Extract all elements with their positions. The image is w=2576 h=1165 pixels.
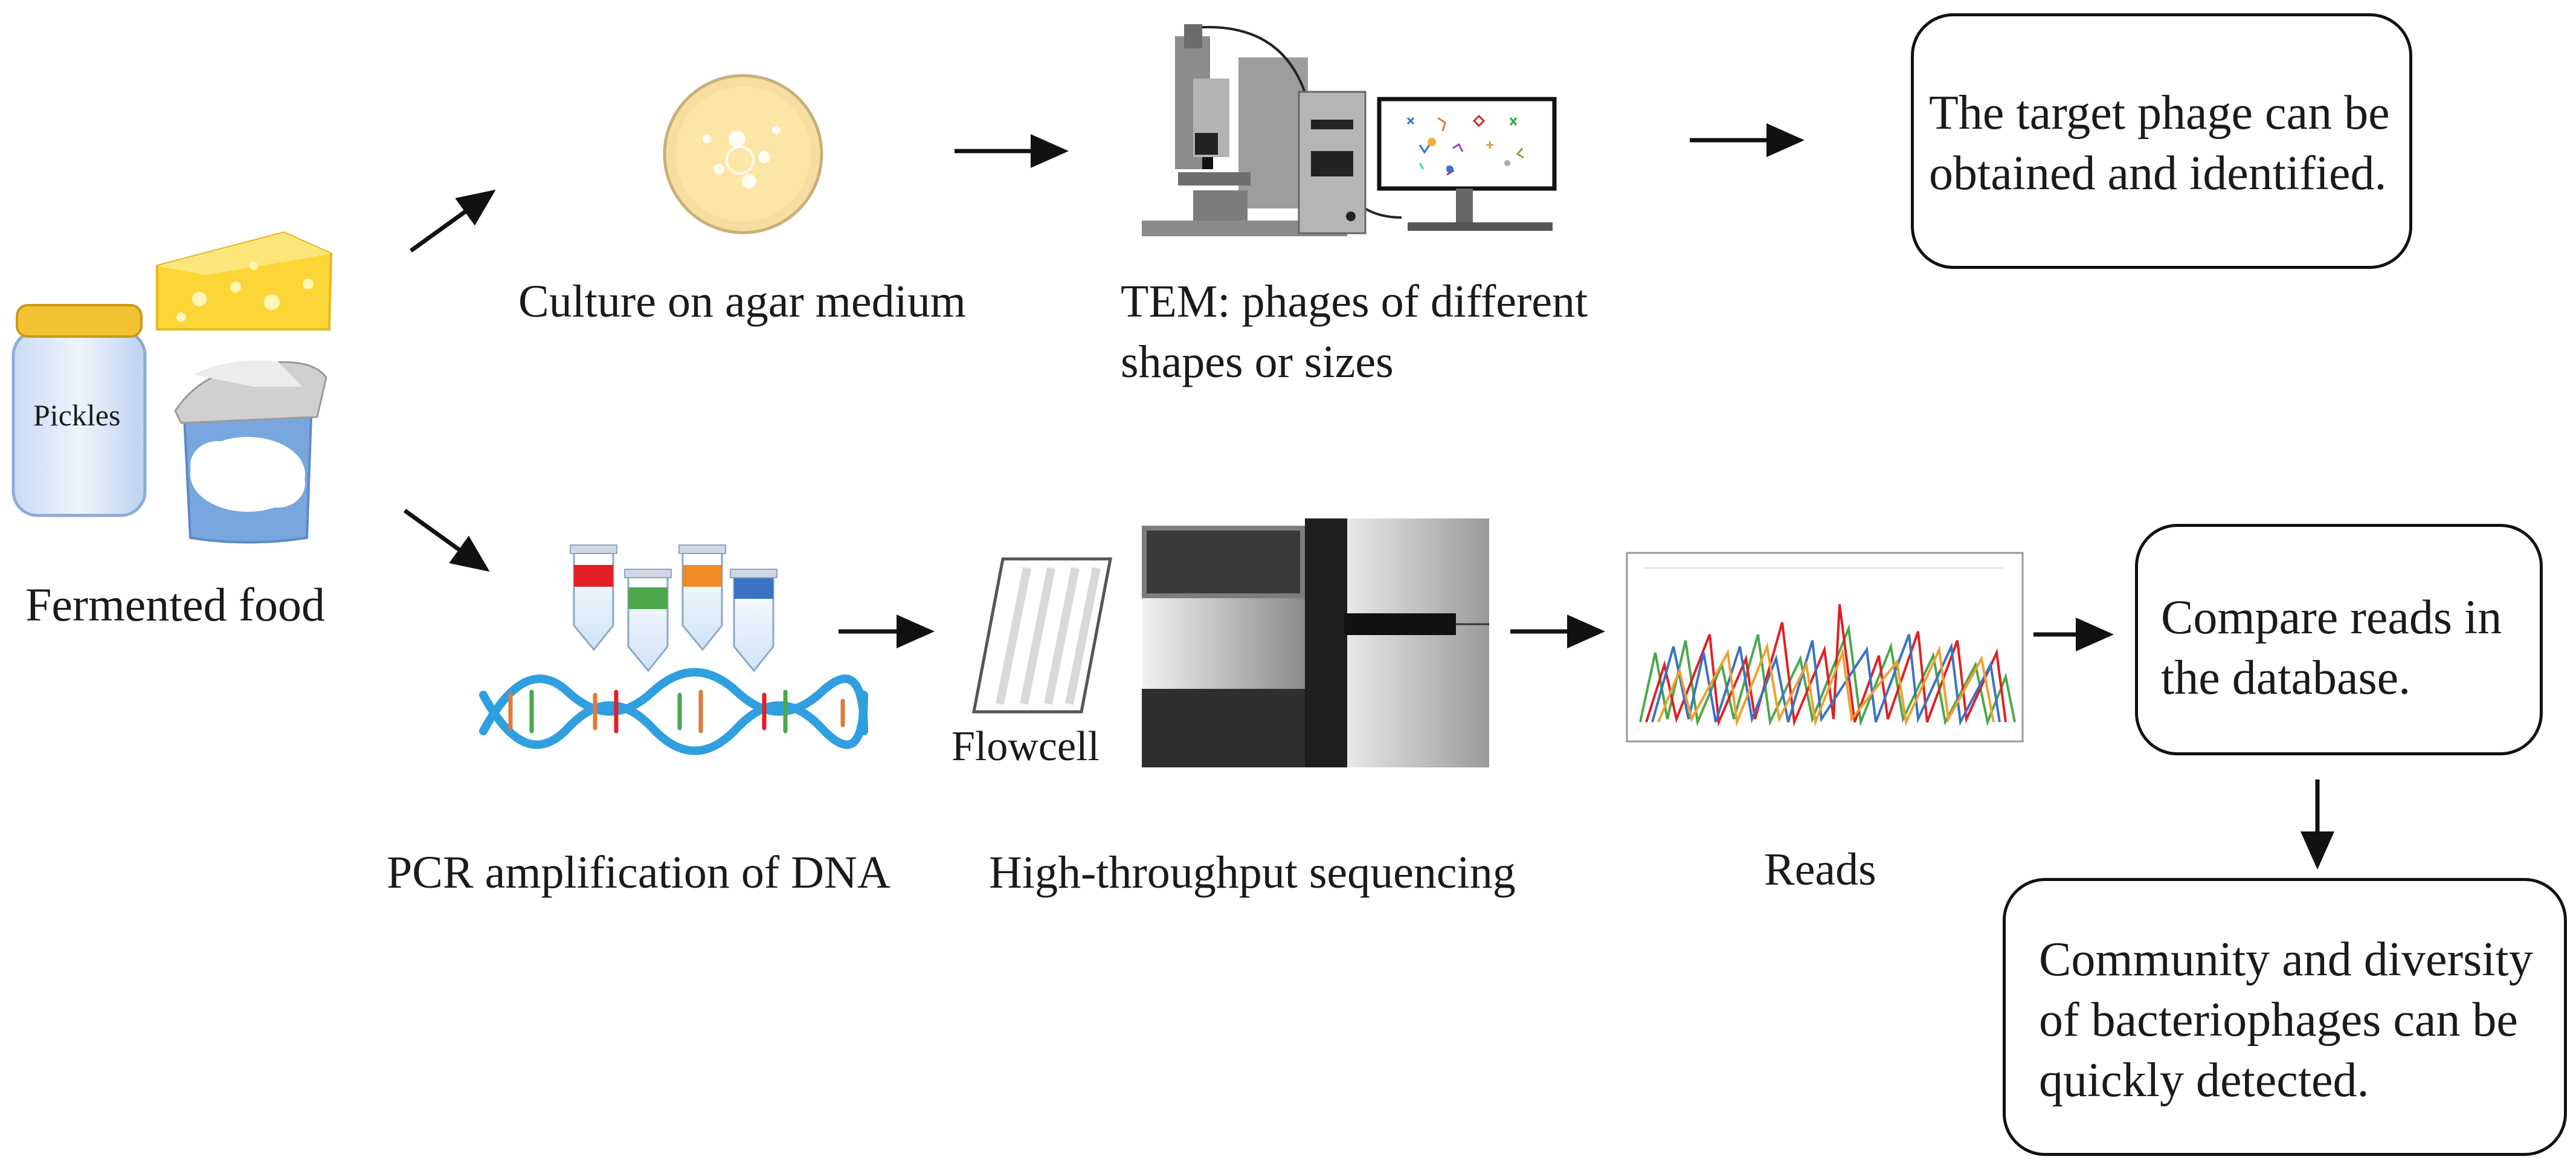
- yogurt-cup-icon: [174, 360, 327, 544]
- flowcell-icon: [971, 557, 1113, 714]
- target-phage-text: The target phage can be obtained and ide…: [1929, 86, 2390, 200]
- reads-chromatogram-icon: [1626, 552, 2024, 743]
- culture-label: Culture on agar medium: [518, 276, 966, 327]
- yogurt-label: YOUGURT: [198, 459, 301, 482]
- pcr-label: PCR amplification of DNA: [387, 847, 890, 898]
- community-box: Community and diversity of bacteriophage…: [2003, 878, 2567, 1156]
- compare-reads-box: Compare reads in the database.: [2135, 524, 2543, 755]
- computer-tower-icon: [1298, 91, 1367, 234]
- flowcell-label: Flowcell: [952, 723, 1100, 770]
- pickles-jar-icon: [11, 304, 147, 517]
- pcr-tubes-icon: [570, 544, 778, 673]
- flow-arrows: [403, 123, 2334, 870]
- fermented-food-label: Fermented food: [25, 578, 326, 631]
- sequencing-label: High-throughput sequencing: [989, 847, 1516, 898]
- cheese-icon: [156, 231, 333, 331]
- compare-reads-text: Compare reads in the database.: [2161, 591, 2502, 705]
- target-phage-box: The target phage can be obtained and ide…: [1911, 13, 2412, 269]
- tem-label-line2: shapes or sizes: [1121, 337, 1394, 387]
- sequencer-machine-icon: [1142, 518, 1489, 767]
- reads-label: Reads: [1764, 844, 1876, 895]
- monitor-icon: [1377, 97, 1557, 231]
- tem-label-line1: TEM: phages of different: [1121, 276, 1588, 327]
- community-text: Community and diversity of bacteriophage…: [2039, 933, 2533, 1107]
- dna-helix-icon: [479, 668, 868, 755]
- petri-dish-icon: [663, 74, 823, 234]
- arrow-food-to-pcr: [403, 509, 490, 572]
- pickles-label: Pickles: [33, 398, 121, 432]
- arrow-food-to-culture: [409, 189, 496, 253]
